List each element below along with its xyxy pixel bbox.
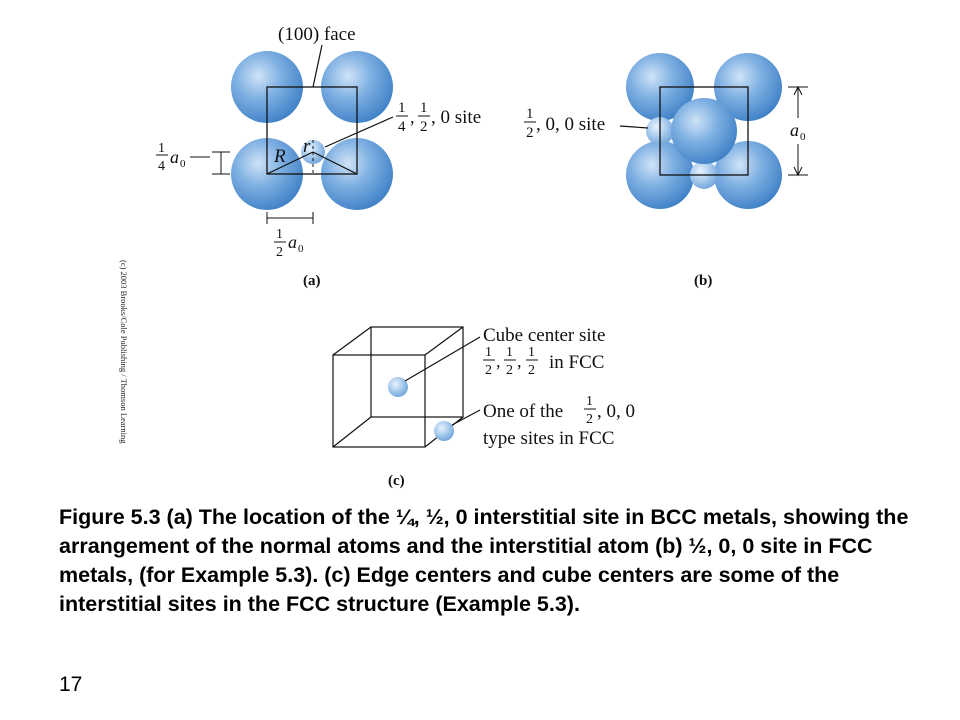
face-label: (100) face [278,24,356,45]
radius-line-r [312,151,358,175]
svg-text:1: 1 [420,100,428,116]
svg-text:, 0 site: , 0 site [431,107,481,128]
atom-b-face-center [671,98,737,164]
face-square-b [659,86,749,176]
svg-text:4: 4 [158,159,165,174]
svg-text:0: 0 [298,243,304,255]
svg-text:a: a [790,120,799,140]
panel-a: (100) face 1 4 , 1 2 , 0 site R r 1 4 a … [156,24,481,289]
site-label-a: 1 4 , 1 2 , 0 site [396,100,481,135]
cube-center-label: Cube center site 1 2 , 1 2 , 1 2 in FCC [483,325,605,378]
svg-text:2: 2 [420,119,428,135]
panel-c: Cube center site 1 2 , 1 2 , 1 2 in FCC … [332,325,635,489]
quarter-a0-dimension: 1 4 a 0 [156,141,230,175]
panel-c-label: (c) [388,473,405,489]
face-square-a [266,86,358,175]
svg-text:0: 0 [180,158,186,170]
svg-text:in FCC: in FCC [549,352,604,373]
svg-text:a: a [288,232,297,252]
a0-dimension-b: a 0 [788,85,808,177]
edge-center-leader [451,409,481,426]
R-label: R [273,146,286,167]
svg-text:2: 2 [276,245,283,260]
cube-center-atom [388,377,408,397]
panel-a-label: (a) [303,273,321,289]
cube-back-face [370,326,464,418]
svg-text:1: 1 [528,345,535,360]
figure-caption: Figure 5.3 (a) The location of the ¼, ½,… [59,505,909,616]
svg-text:1: 1 [276,227,283,242]
svg-text:,: , [517,351,522,371]
svg-text:1: 1 [526,106,534,122]
svg-text:0: 0 [800,131,806,143]
cube-center-leader [404,336,481,382]
svg-text:2: 2 [586,412,593,427]
svg-text:1: 1 [586,394,593,409]
radius-line-R [266,151,314,175]
cube-front-face [332,354,426,448]
svg-text:Cube center site: Cube center site [483,325,605,346]
svg-text:, 0, 0 site: , 0, 0 site [536,114,605,135]
slide-number: 17 [59,673,83,696]
edge-center-label: One of the 1 2 , 0, 0 type sites in FCC [483,394,635,449]
site-label-b: 1 2 , 0, 0 site [524,106,605,141]
svg-text:1: 1 [158,141,165,156]
svg-text:2: 2 [506,363,513,378]
svg-text:1: 1 [506,345,513,360]
svg-text:2: 2 [526,125,534,141]
edge-center-atom [434,421,454,441]
svg-text:a: a [170,147,179,167]
svg-text:,: , [496,351,501,371]
copyright-notice: (c) 2003 Brooks/Cole Publishing / Thomso… [119,260,129,444]
svg-text:4: 4 [398,119,406,135]
svg-text:1: 1 [485,345,492,360]
site-leader-line-a [324,116,394,148]
panel-b-label: (b) [694,273,712,289]
svg-text:One of the: One of the [483,401,563,422]
half-a0-dimension: 1 2 a 0 [266,212,314,260]
svg-text:,: , [410,107,415,127]
svg-text:type sites in FCC: type sites in FCC [483,428,614,449]
svg-text:, 0, 0: , 0, 0 [597,401,635,422]
svg-text:2: 2 [485,363,492,378]
site-leader-line-b [619,125,649,129]
svg-text:1: 1 [398,100,406,116]
panel-b: 1 2 , 0, 0 site a 0 (b) [524,53,808,289]
svg-text:2: 2 [528,363,535,378]
r-label: r [303,136,311,157]
face-leader-line [312,44,323,88]
